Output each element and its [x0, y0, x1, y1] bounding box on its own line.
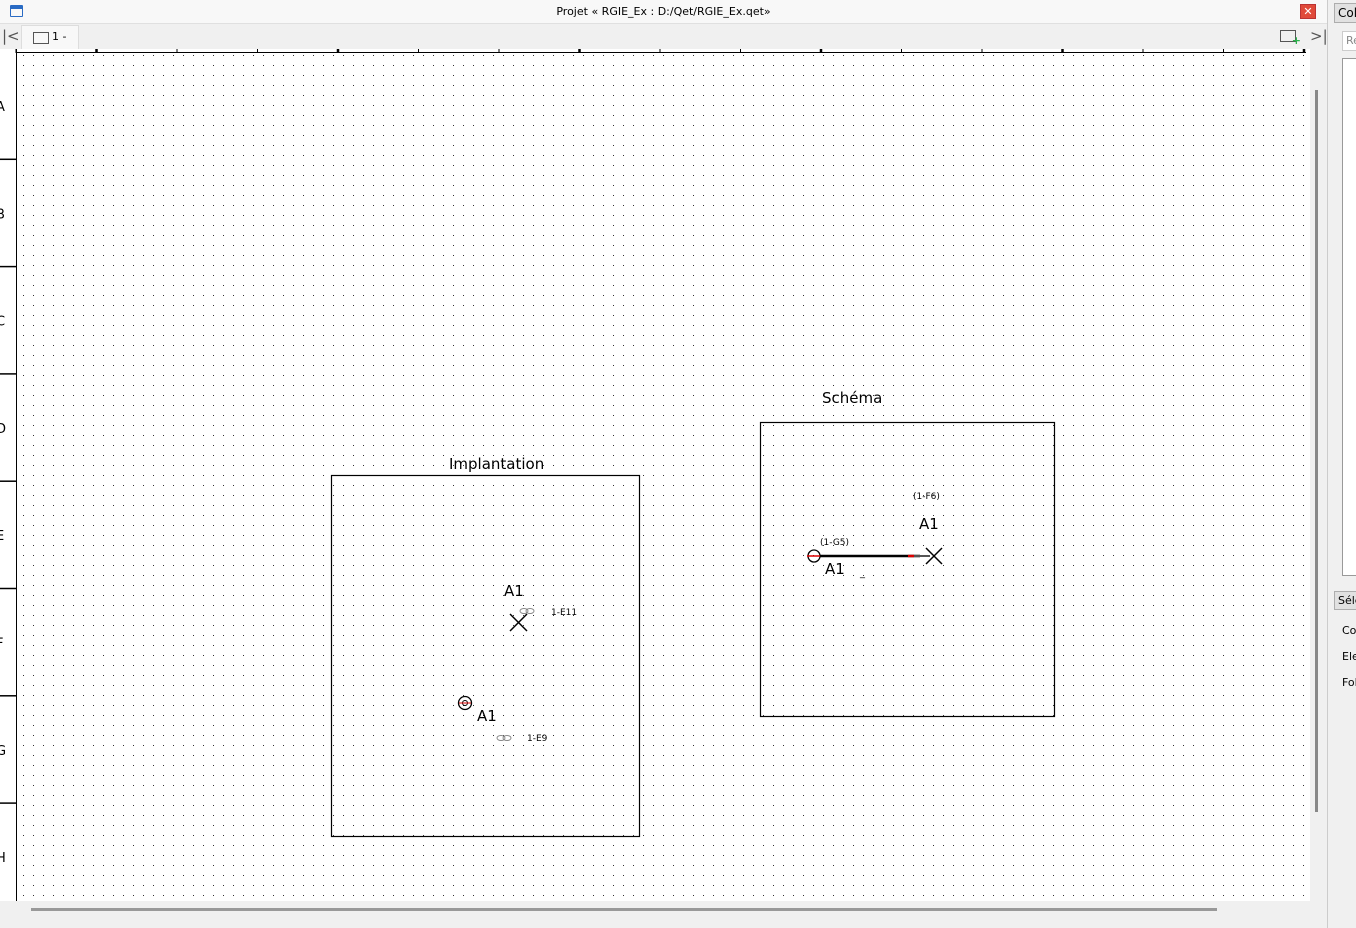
- vertical-scrollbar[interactable]: [1315, 90, 1318, 812]
- selection-tab[interactable]: Séle: [1334, 591, 1356, 610]
- element-label: A1: [477, 707, 497, 725]
- link-icon: [519, 608, 529, 614]
- cross-symbol-icon: [925, 547, 943, 565]
- underscore-text: _: [859, 568, 866, 579]
- implantation-element-socket[interactable]: A1 1-E9: [457, 695, 548, 745]
- collection-tab[interactable]: Col: [1334, 3, 1356, 23]
- row-label: B: [0, 207, 5, 222]
- tab-label: 1 -: [52, 30, 67, 43]
- row-label: H: [0, 851, 6, 866]
- close-button[interactable]: ✕: [1300, 4, 1316, 19]
- add-folio-icon[interactable]: +: [1280, 30, 1301, 47]
- schema-element-x[interactable]: (1-F6) A1: [913, 492, 943, 565]
- rulers: [15, 49, 1306, 901]
- row-label: A: [0, 100, 5, 115]
- row-label: E: [0, 529, 4, 544]
- row-label: C: [0, 315, 5, 330]
- cross-ref[interactable]: 1-E11: [551, 608, 577, 618]
- horizontal-scrollbar[interactable]: [31, 908, 1217, 911]
- panel-item[interactable]: Ele: [1342, 650, 1356, 663]
- schema-element-socket[interactable]: (1-G5) A1 _: [807, 538, 866, 579]
- grid: [16, 53, 1306, 901]
- cross-ref[interactable]: 1-E9: [527, 734, 548, 744]
- row-label: F: [0, 637, 3, 652]
- cross-symbol-icon: [509, 613, 528, 632]
- last-folio-icon[interactable]: >|: [1310, 27, 1328, 45]
- schema-frame[interactable]: Schéma: [759, 389, 1056, 718]
- collection-panel: Col Re Séle Co Ele Fol: [1327, 0, 1356, 928]
- folio-icon: [33, 32, 49, 44]
- panel-item[interactable]: Co: [1342, 624, 1356, 637]
- window-title: Projet « RGIE_Ex : D:/Qet/RGIE_Ex.qet»: [556, 5, 771, 18]
- title-bar: Projet « RGIE_Ex : D:/Qet/RGIE_Ex.qet» ✕: [0, 0, 1327, 24]
- implantation-title: Implantation: [449, 455, 544, 473]
- schema-title: Schéma: [822, 389, 882, 407]
- panel-item[interactable]: Fol: [1342, 676, 1356, 689]
- socket-symbol-icon: [457, 695, 473, 711]
- element-label: A1: [825, 560, 845, 578]
- collection-tree[interactable]: [1342, 58, 1356, 576]
- element-label: A1: [919, 515, 939, 533]
- element-label: A1: [504, 582, 524, 600]
- diagram-canvas[interactable]: A B C D E F G H Implantation A1 1-E11 A1 1-E9 S…: [0, 49, 1310, 901]
- implantation-element-x[interactable]: A1 1-E11: [504, 582, 577, 632]
- cross-ref[interactable]: (1-F6): [913, 492, 940, 502]
- cross-ref[interactable]: (1-G5): [820, 538, 849, 548]
- first-folio-icon[interactable]: |<: [2, 27, 20, 45]
- search-input[interactable]: Re: [1342, 31, 1356, 51]
- link-icon: [496, 735, 506, 741]
- row-label: D: [0, 422, 6, 437]
- app-icon: [10, 5, 23, 17]
- folio-tab-bar: |< 1 - + >|: [0, 24, 1328, 49]
- tab-folio-1[interactable]: 1 -: [21, 25, 79, 49]
- row-label: G: [0, 744, 6, 759]
- implantation-frame[interactable]: Implantation: [330, 455, 641, 838]
